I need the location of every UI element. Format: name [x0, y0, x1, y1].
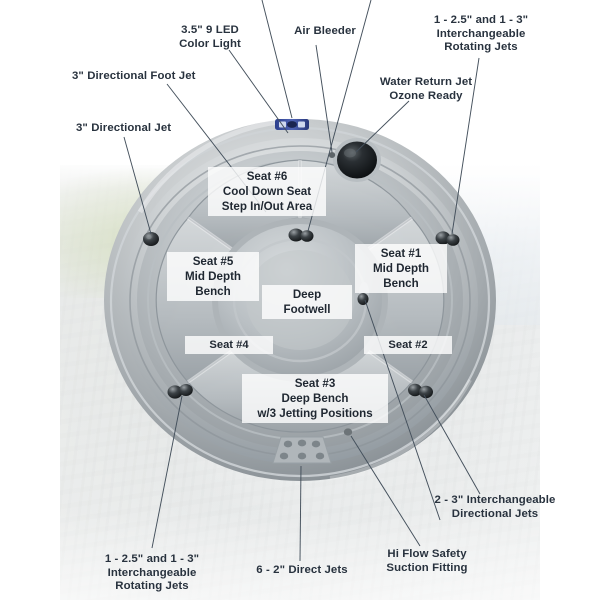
callout-water-return-jet: Water Return Jet Ozone Ready [379, 76, 473, 102]
seat-label-seat-6: Seat #6 Cool Down Seat Step In/Out Area [208, 167, 326, 216]
seat-label-deep-footwell: Deep Footwell [262, 285, 352, 319]
center-rotating-jets-fixture [288, 228, 314, 242]
right-upper-rotating-jets-fixture [435, 231, 460, 246]
callout-rotating-jets-top: 1 - 2.5" and 1 - 3" Interchangeable Rota… [433, 14, 529, 54]
callout-suction-fitting: Hi Flow Safety Suction Fitting [386, 548, 468, 574]
seat-label-seat-4: Seat #4 [185, 336, 273, 354]
callout-interchangeable-directional-jets: 2 - 3" Interchangeable Directional Jets [434, 494, 556, 520]
seat-label-seat-1: Seat #1 Mid Depth Bench [355, 244, 447, 293]
seat-label-seat-2: Seat #2 [364, 336, 452, 354]
suction-fitting-fixture [343, 428, 353, 436]
seat-label-seat-3: Seat #3 Deep Bench w/3 Jetting Positions [242, 374, 388, 423]
callout-rotating-jets-bottom: 1 - 2.5" and 1 - 3" Interchangeable Rota… [104, 553, 200, 593]
callout-directional-foot-jet: 3" Directional Foot Jet [72, 70, 196, 82]
seat-label-seat-5: Seat #5 Mid Depth Bench [167, 252, 259, 301]
water-return-jet-fixture [333, 138, 381, 182]
callout-led-color-light: 3.5" 9 LED Color Light [179, 24, 241, 50]
callout-directional-jet: 3" Directional Jet [76, 122, 172, 134]
left-upper-directional-jet-fixture [143, 232, 159, 246]
lower-right-directional-jets-fixture [408, 383, 433, 399]
callout-air-bleeder: Air Bleeder [294, 25, 356, 37]
direct-jets-panel-fixture [272, 436, 332, 464]
callout-direct-jets: 6 - 2" Direct Jets [256, 564, 348, 576]
air-bleeder-fixture [328, 152, 336, 158]
lower-left-rotating-jets-fixture [167, 384, 193, 399]
